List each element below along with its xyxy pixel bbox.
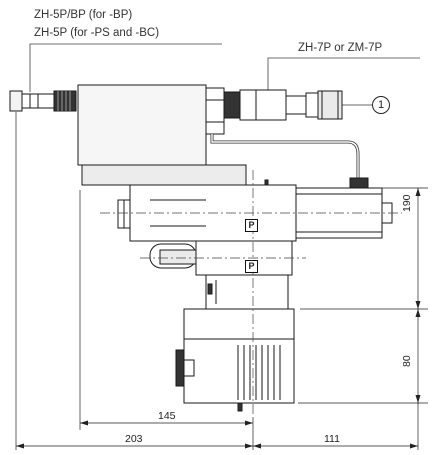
- centre-lines: [100, 170, 402, 418]
- label-connector-ps-bc: ZH-5P (for -PS and -BC): [34, 27, 160, 39]
- label-connector-7p: ZH-7P or ZM-7P: [298, 42, 383, 54]
- dimension-height-upper: 190: [401, 194, 413, 212]
- dimension-width-inner-left: 145: [158, 410, 176, 422]
- dimension-width-right: 111: [324, 433, 340, 445]
- lower-valve-body: [149, 240, 293, 310]
- label-leaders: [29, 43, 420, 92]
- dimension-width-left: 203: [125, 433, 143, 445]
- label-connector-bp: ZH-5P/BP (for -BP): [34, 9, 133, 21]
- electronics-housing: [77, 84, 247, 186]
- horizontal-dimensions: [15, 112, 419, 450]
- base-block: [175, 308, 295, 412]
- right-connector: [223, 89, 372, 121]
- port-badge-lower: P: [245, 260, 258, 273]
- vertical-dimensions: [298, 187, 428, 404]
- dimension-height-lower: 80: [401, 355, 413, 367]
- left-connector: [9, 90, 77, 112]
- callout-1: 1: [372, 96, 390, 114]
- port-badge-upper: P: [245, 219, 258, 232]
